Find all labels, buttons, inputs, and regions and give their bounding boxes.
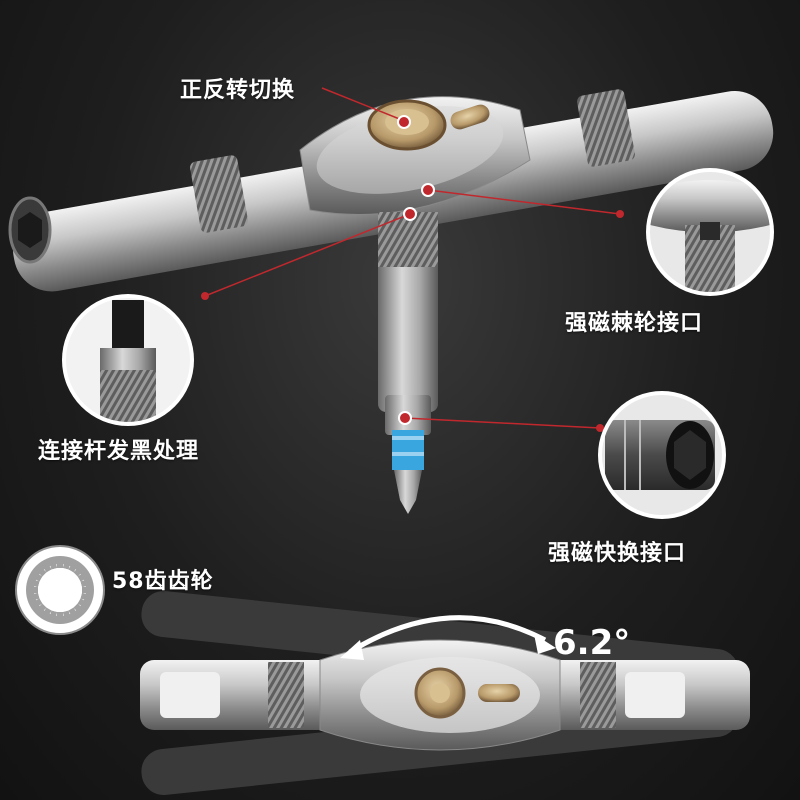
gear-tooth (80, 592, 90, 601)
gear-tooth (32, 572, 43, 582)
gear-tooth (42, 562, 52, 573)
label-reverse-switch: 正反转切换 (180, 78, 296, 103)
gear-tooth (49, 560, 58, 570)
gear-tooth (30, 579, 40, 588)
knurl-right (577, 89, 635, 167)
gear-tooth (68, 607, 78, 618)
gear-tooth (49, 610, 58, 620)
gear-tooth (57, 560, 63, 568)
label-swing-angle: 6.2° (553, 623, 631, 663)
detail-quick-interface (598, 391, 726, 519)
double-arrow-icon (340, 615, 556, 660)
detail-ratchet-interface (646, 168, 774, 296)
knurl-left (190, 155, 248, 233)
gear-tooth (82, 587, 90, 593)
gear-tooth (36, 566, 47, 577)
gear-tooth (57, 612, 63, 620)
label-rod-blackened: 连接杆发黑处理 (38, 439, 200, 464)
gear-tooth (42, 607, 52, 618)
gear-tooth (68, 562, 78, 573)
gear-tooth (30, 587, 38, 593)
gear-tooth (73, 566, 84, 577)
gear-tooth (73, 603, 84, 614)
gear-tooth (77, 598, 88, 608)
gear-tooth (77, 572, 88, 582)
t-handle-top (8, 89, 774, 514)
ratchet-bottom-view (140, 590, 750, 796)
gear-tooth (62, 560, 71, 570)
gear-tooth (32, 598, 43, 608)
gear-tooth (62, 610, 71, 620)
label-ratchet-interface: 强磁棘轮接口 (565, 311, 704, 336)
detail-rod-blackened (62, 294, 194, 426)
callout-dots (201, 115, 624, 700)
label-quick-interface: 强磁快换接口 (548, 541, 687, 566)
gear-ring-icon (15, 545, 105, 635)
gear-tooth (36, 603, 47, 614)
label-gear-teeth: 58齿齿轮 (112, 569, 214, 594)
gear-tooth (80, 579, 90, 588)
gear-tooth (30, 592, 40, 601)
